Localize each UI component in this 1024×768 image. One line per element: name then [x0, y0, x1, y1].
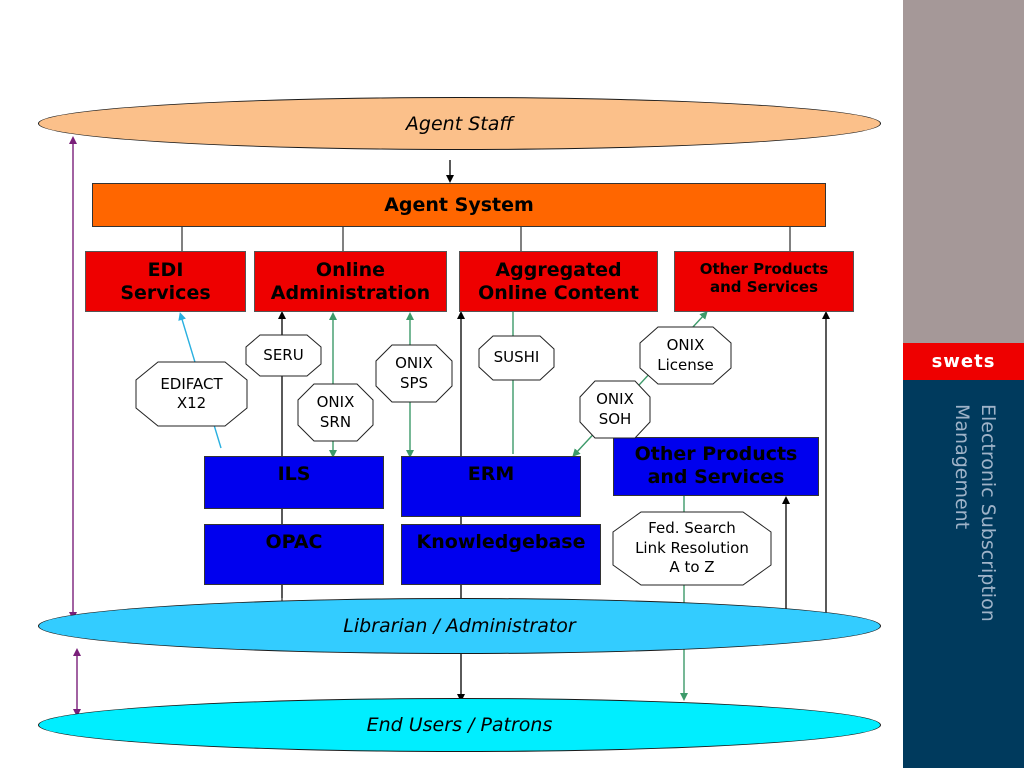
- agent-system-box: Agent System: [92, 183, 826, 227]
- edifact-line2: X12: [176, 394, 207, 412]
- onix-srn-line2: SRN: [319, 412, 352, 431]
- knowledgebase-label: Knowledgebase: [416, 531, 586, 553]
- onix-soh-line2: SOH: [598, 409, 632, 428]
- online-admin-line1: Online: [315, 258, 386, 281]
- edi-line2: Services: [120, 281, 211, 304]
- sushi-octagon: SUSHI: [478, 335, 555, 381]
- other-red-line2: and Services: [709, 278, 819, 296]
- ils-box: ILS: [204, 456, 384, 509]
- onix-srn-line1: ONIX: [316, 393, 355, 411]
- fed-search-line3: A to Z: [669, 558, 715, 577]
- edi-line1: EDI: [147, 258, 184, 281]
- sushi-label: SUSHI: [493, 348, 540, 367]
- sidebar-logo-band: swets: [903, 343, 1024, 380]
- agent-system-label: Agent System: [384, 193, 534, 216]
- onix-license-line2: License: [657, 355, 714, 374]
- other-blue-line1: Other Products: [634, 443, 798, 465]
- aggregated-line2: Online Content: [478, 281, 639, 304]
- sidebar-title-line2: Management: [951, 404, 973, 530]
- sidebar-title-line1: Electronic Subscription: [977, 404, 999, 622]
- knowledgebase-box: Knowledgebase: [401, 524, 601, 585]
- seru-label: SERU: [263, 345, 304, 364]
- end-users-ellipse: End Users / Patrons: [38, 698, 881, 752]
- onix-license-line1: ONIX: [666, 336, 705, 354]
- other-blue-line2: and Services: [647, 465, 785, 488]
- erm-box: ERM: [401, 456, 581, 517]
- fed-search-line2: Link Resolution: [635, 538, 749, 557]
- librarian-label: Librarian / Administrator: [343, 615, 576, 637]
- onix-sps-line2: SPS: [399, 373, 429, 392]
- seru-octagon: SERU: [245, 334, 322, 377]
- online-admin-line2: Administration: [270, 281, 431, 304]
- fed-search-line1: Fed. Search: [648, 519, 736, 538]
- opac-label: OPAC: [265, 531, 323, 553]
- swets-logo: swets: [931, 351, 996, 372]
- sidebar-bottom-panel: [903, 380, 1024, 768]
- other-red-line1: Other Products: [699, 260, 829, 278]
- edifact-line1: EDIFACT: [160, 374, 223, 393]
- onix-sps-line1: ONIX: [395, 354, 433, 372]
- sidebar-top-panel: [903, 0, 1024, 343]
- agent-staff-ellipse: Agent Staff: [38, 97, 881, 150]
- sidebar-title: Electronic Subscription Management: [951, 404, 1001, 622]
- librarian-ellipse: Librarian / Administrator: [38, 598, 881, 654]
- opac-box: OPAC: [204, 524, 384, 585]
- aggregated-line1: Aggregated: [495, 258, 622, 281]
- ils-label: ILS: [277, 463, 311, 485]
- erm-label: ERM: [467, 463, 515, 485]
- onix-soh-line1: ONIX: [596, 390, 634, 408]
- end-users-label: End Users / Patrons: [366, 714, 553, 736]
- agent-staff-label: Agent Staff: [405, 112, 514, 135]
